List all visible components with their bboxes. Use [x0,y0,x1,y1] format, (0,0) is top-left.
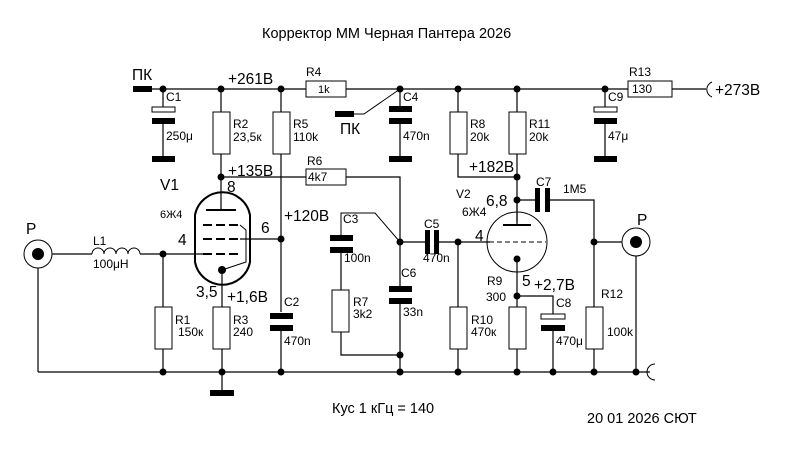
r12-value: 100k [607,325,634,339]
r6-value: 4k7 [308,170,328,184]
resistor-r13 [627,80,673,98]
r10-value: 470к [471,325,497,339]
v1-pin-grid: 4 [178,232,187,249]
resistor-r1 [154,254,173,372]
r13-value: 130 [632,82,652,96]
node-voltage-261: +261В [228,71,273,88]
schematic-title: Корректор ММ Черная Пантера 2026 [262,26,511,42]
supply-input-jack [706,81,713,98]
r2-ref: R2 [233,117,249,131]
r12-ref: R12 [601,287,623,301]
c1-ref: C1 [166,90,182,104]
v1-pin-anode: 8 [227,179,236,196]
supply-input-label: +273В [715,82,760,99]
output-connector[interactable] [621,227,651,257]
c5-value: 470n [423,251,450,265]
resistor-r12 [585,306,604,372]
c5-ref: C5 [424,217,440,231]
node-voltage-135: +135В [228,163,273,180]
resistor-r4 [305,80,347,98]
r8-ref: R8 [470,117,486,131]
c2-ref: C2 [284,295,300,309]
v2-type: 6Ж4 [462,205,487,219]
c7-ref: C7 [536,175,552,189]
resistor-r9 [508,306,527,372]
v1-pin-cathode: 3,5 [196,284,218,301]
r13-ref: R13 [629,65,651,79]
resistor-r3 [210,306,234,396]
v2-ref: V2 [456,187,471,201]
r4-value: 1k [318,84,330,96]
r7-value: 3k2 [353,307,373,321]
r7-ref: R7 [353,295,369,309]
output-connector-label: P [637,212,647,229]
r1-value: 150к [178,325,204,339]
node-voltage-1-6: +1,6В [227,289,268,306]
r4-ref: R4 [306,65,322,79]
r6-feed [221,176,401,242]
r6-ref: R6 [307,154,323,168]
r5-value: 110k [293,130,319,144]
c6-ref: C6 [401,266,417,280]
r11-ref: R11 [529,117,550,131]
c2-value: 470n [284,334,311,348]
capacitor-c8 [517,295,566,372]
capacitor-c5 [400,230,490,254]
r3-ref: R3 [233,313,249,327]
c4-value: 470n [403,129,430,143]
r1-ref: R1 [175,313,191,327]
l1-value: 100μH [93,257,129,271]
resistor-r8 [449,89,517,178]
node-voltage-120: +120В [284,208,329,225]
c8-ref: C8 [556,296,572,310]
pk-jumper [354,88,401,115]
input-connector[interactable] [23,239,53,269]
r5-ref: R5 [293,117,309,131]
capacitor-c6 [389,242,412,372]
pk-label-middle: ПК [340,121,360,138]
junction-dots [159,85,640,376]
r3-value: 240 [233,325,253,339]
c4-ref: C4 [403,90,419,104]
tube-v1 [194,191,281,312]
c1-value: 250μ [166,129,193,143]
node-voltage-182: +182В [469,159,514,176]
v1-type: 6Ж4 [160,209,182,221]
r2-value: 23,5к [233,130,262,144]
r9-value: 300 [486,290,506,304]
r10-ref: R10 [471,313,493,327]
r8-value: 20k [470,130,490,144]
pk-label-left: ПК [132,67,152,84]
pk-terminal-left [133,86,152,92]
c3-ref: C3 [343,212,359,226]
c9-value: 47μ [608,129,628,143]
resistor-r7 [331,289,400,356]
r9-ref: R9 [487,274,503,288]
v2-pin-grid: 4 [475,228,484,245]
capacitor-c2 [270,313,293,372]
c6-value: 33n [403,305,423,319]
v1-pin-screen: 6 [261,220,270,237]
date-author: 20 01 2026 СЮТ [587,411,697,427]
v2-pin-cathode: 5 [522,273,531,290]
r11-value: 20k [529,130,549,144]
v2-pin-anode: 6,8 [486,193,508,210]
v1-ref: V1 [160,177,179,194]
l1-ref: L1 [93,234,107,248]
node-voltage-2-7: +2,7В [534,277,575,294]
resistor-r6 [305,168,347,186]
c3-value: 100n [344,251,371,265]
input-connector-label: P [26,221,36,238]
resistor-r5 [272,89,291,312]
c9-ref: C9 [608,90,624,104]
inductor-l1 [91,247,141,255]
c8-value: 470μ [556,334,583,348]
pk-terminal-middle [335,111,354,117]
capacitor-c3 [330,212,401,290]
c7-value: 1M5 [563,182,587,196]
resistor-r10 [449,242,468,372]
gain-note: Кус 1 кГц = 140 [332,401,434,417]
